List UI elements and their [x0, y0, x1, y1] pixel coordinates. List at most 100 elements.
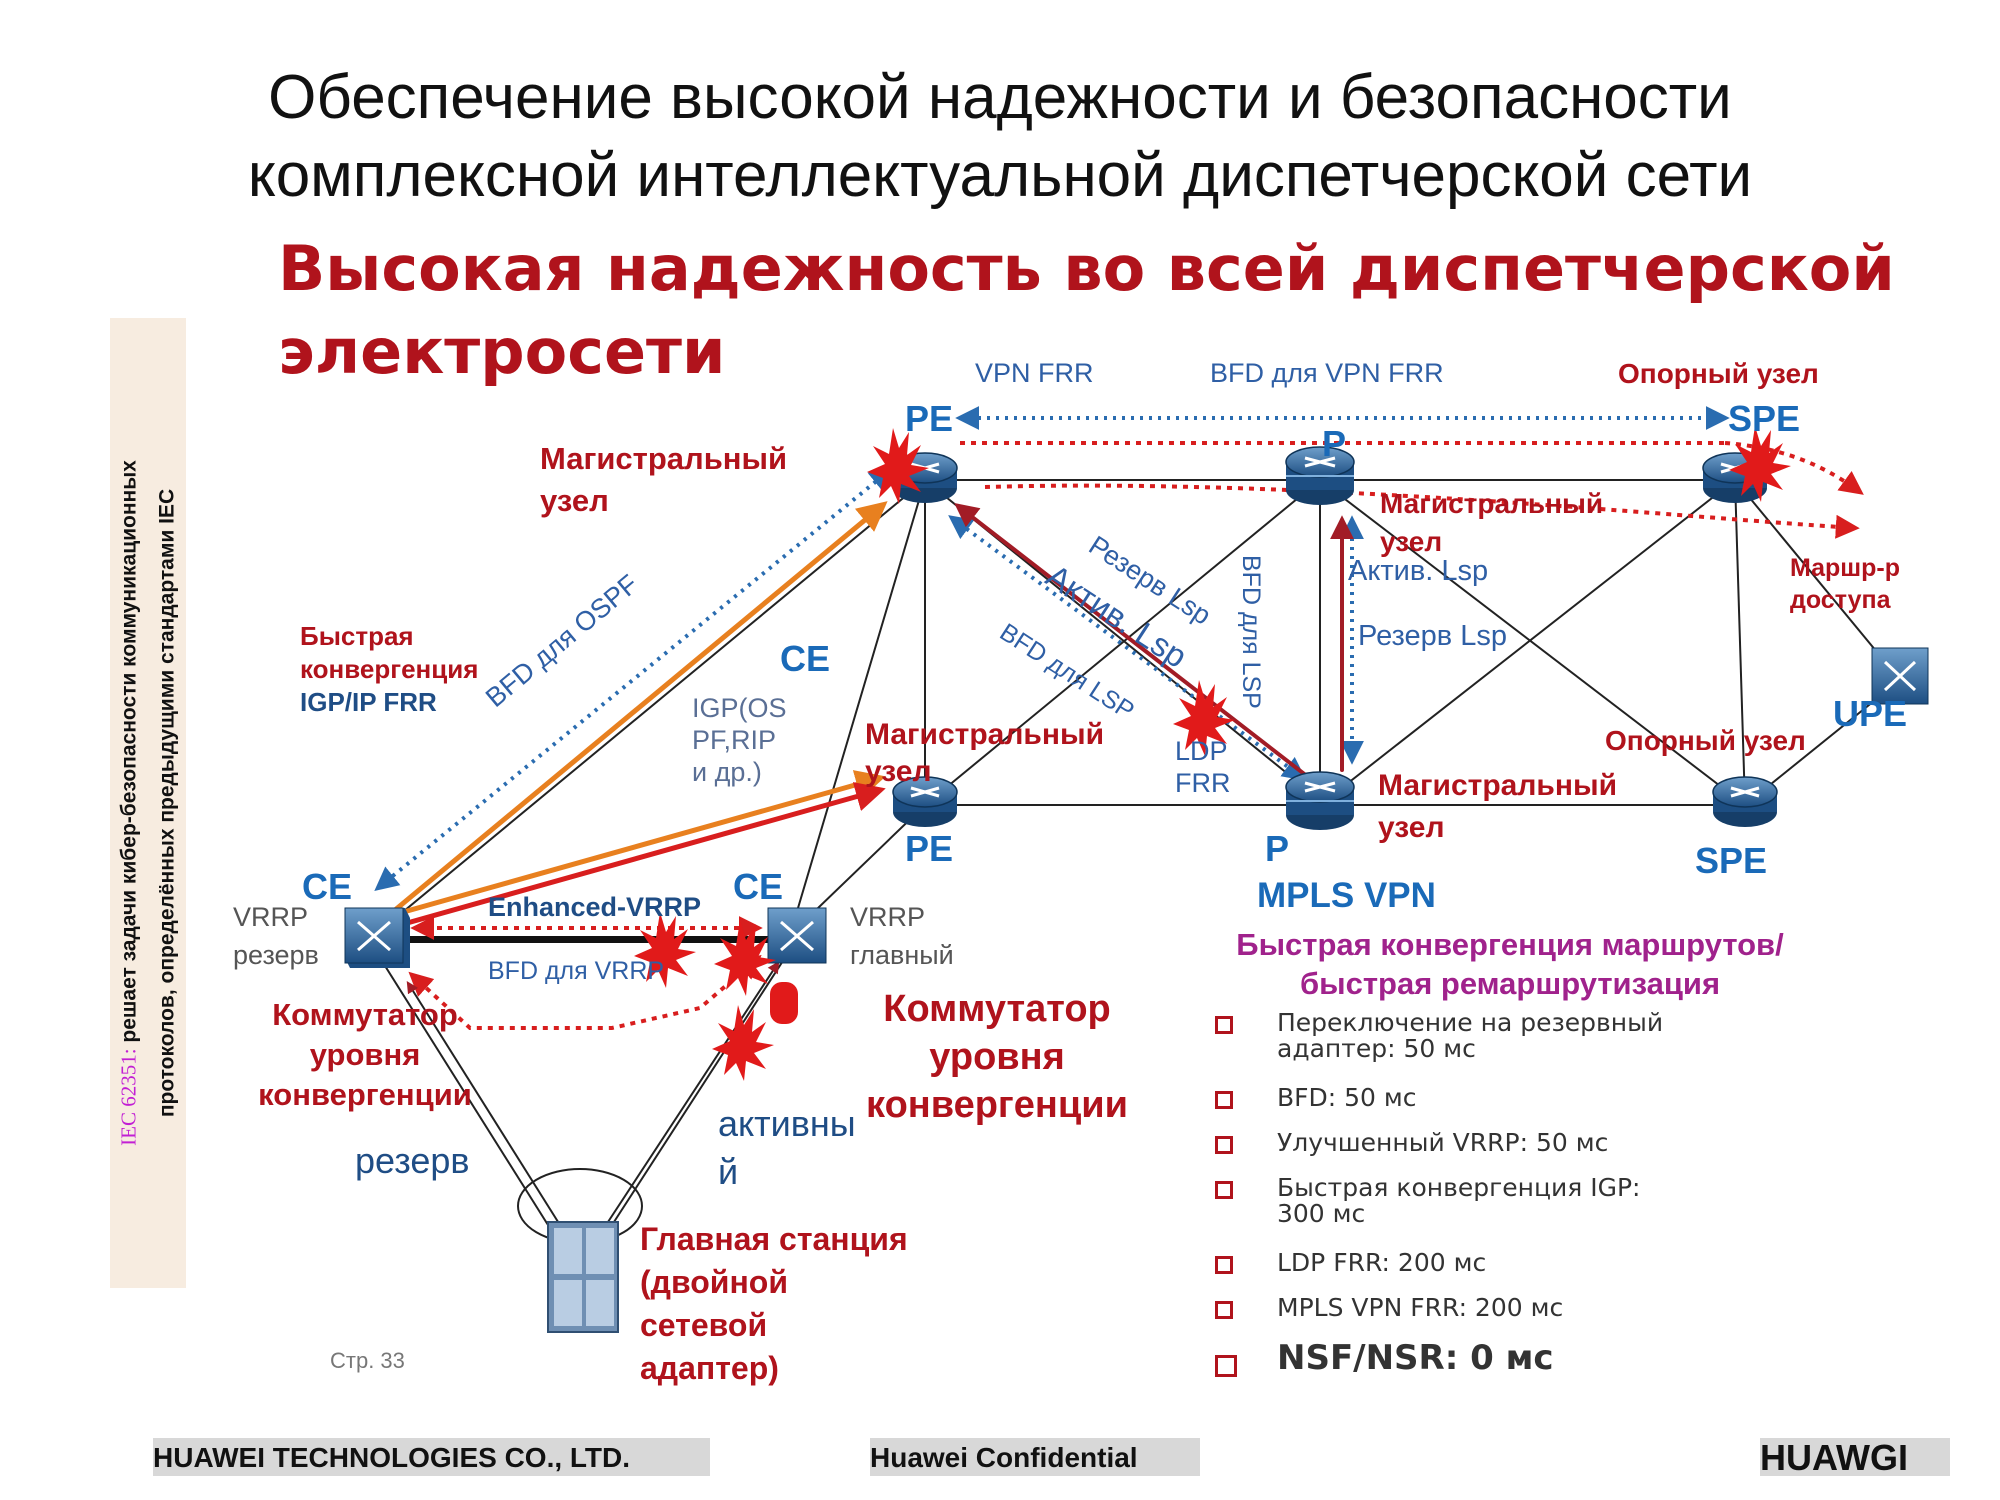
- convergence-item: NSF/NSR: 0 мс: [1215, 1341, 1837, 1377]
- link-ce-station: [374, 949, 549, 1226]
- active-line1: активны: [718, 1103, 856, 1144]
- page-title-line1: Обеспечение высокой надежности и безопас…: [268, 63, 1732, 132]
- vrrp-left-label: VRRP резерв: [233, 898, 319, 974]
- footer-company: HUAWEI TECHNOLOGIES CO., LTD.: [153, 1442, 631, 1473]
- convergence-item: MPLS VPN FRR: 200 мс: [1215, 1293, 1837, 1322]
- convergence-item-3: Улучшенный VRRP: 50 мс: [1277, 1128, 1609, 1157]
- bfd-lsp-path: [948, 515, 1307, 781]
- bullet-icon: [1215, 1016, 1233, 1034]
- vrrp-right-label: VRRP главный: [850, 898, 954, 974]
- core-node-label-1: Опорный узел: [1618, 358, 1819, 389]
- reserve-label: резерв: [355, 1140, 470, 1181]
- main-station-line4: адаптер): [640, 1350, 779, 1386]
- red-dotted-arc-2: [984, 483, 1860, 539]
- igp-line1: IGP(OS: [692, 693, 787, 723]
- bfd-ospf-path: [374, 466, 894, 892]
- active-lsp-diag-path: [954, 503, 1314, 782]
- backbone-node-2-line1: Магистральный: [1380, 488, 1604, 519]
- footer-confidential: Huawei Confidential: [870, 1442, 1138, 1473]
- convergence-item-2: BFD: 50 мс: [1277, 1083, 1417, 1112]
- footer-logo-bar: HUAWGI: [1760, 1437, 1950, 1478]
- footer-logo: HUAWGI: [1760, 1437, 1908, 1478]
- switch-right-label: Коммутатор уровня конвергенции: [842, 985, 1152, 1129]
- convergence-heading: Быстрая конвергенция маршрутов/ быстрая …: [1140, 925, 1880, 1003]
- main-station-line3: сетевой: [640, 1307, 768, 1343]
- convergence-item-4-line1: Быстрая конвергенция IGP:: [1277, 1173, 1641, 1202]
- switch-right-line3: конвергенции: [866, 1084, 1128, 1126]
- access-router-label: Маршр-р доступа: [1790, 552, 1900, 616]
- bullet-icon: [1215, 1301, 1233, 1319]
- convergence-item: Переключение на резервный адаптер: 50 мс: [1215, 1008, 1837, 1063]
- device-pe-mid: PE: [905, 828, 954, 869]
- mpls-vpn-label: MPLS VPN: [1257, 876, 1436, 915]
- failure-burst-icon: [867, 428, 929, 504]
- device-spe-mid: SPE: [1695, 840, 1768, 881]
- bfd-lsp-vertical-label: BFD для LSP: [1237, 555, 1265, 709]
- failure-burst-icon: [770, 982, 798, 1024]
- convergence-item-6: MPLS VPN FRR: 200 мс: [1277, 1293, 1564, 1322]
- switch-icon: [344, 907, 410, 968]
- switch-icon: [1871, 647, 1929, 705]
- fast-convergence-path: [392, 501, 888, 913]
- vrrp-left-line2: резерв: [233, 940, 319, 970]
- bullet-icon: [1215, 1181, 1233, 1199]
- backbone-node-label-3b: узел: [865, 755, 932, 788]
- switch-right-line2: уровня: [929, 1036, 1065, 1078]
- bullet-icon: [1215, 1091, 1233, 1109]
- backbone-node-label-1: Магистральный узел: [540, 438, 787, 522]
- reserve-lsp-label: Резерв Lsp: [1358, 620, 1508, 652]
- link-diag-3: [1319, 479, 1746, 806]
- backbone-node-label-4: Магистральный узел: [1378, 765, 1617, 849]
- backbone-node-4-line1: Магистральный: [1378, 769, 1618, 802]
- convergence-item: Быстрая конвергенция IGP: 300 мс: [1215, 1173, 1837, 1228]
- main-station-label: Главная станция (двойной сетевой адаптер…: [640, 1218, 908, 1390]
- bfd-vrrp-path: [408, 954, 762, 1030]
- convergence-heading-line2: быстрая ремаршрутизация: [1299, 966, 1721, 1001]
- backbone-node-4-line2: узел: [1378, 811, 1445, 844]
- page-title-line2: комплексной интеллектуальной диспетчерск…: [247, 141, 1753, 210]
- convergence-item: BFD: 50 мс: [1215, 1083, 1837, 1112]
- active-line2: й: [718, 1151, 739, 1192]
- active-arrow: [605, 960, 780, 1226]
- switch-left-line2: уровня: [309, 1037, 421, 1072]
- bfd-vpn-frr-label: BFD для VPN FRR: [1210, 358, 1444, 388]
- failure-burst-icon: [714, 920, 776, 996]
- link-diag-4: [1319, 479, 1736, 806]
- vrrp-right-line1: VRRP: [850, 902, 926, 932]
- access-router-line1: Маршр-р: [1790, 554, 1901, 582]
- device-upe: UPE: [1833, 693, 1908, 734]
- device-p-mid: P: [1265, 828, 1290, 869]
- switch-right-line1: Коммутатор: [883, 988, 1111, 1030]
- device-ce-left: CE: [302, 866, 353, 907]
- footer-confidential-bar: Huawei Confidential: [870, 1438, 1200, 1476]
- backbone-node-1-line2: узел: [540, 483, 609, 518]
- convergence-heading-line1: Быстрая конвергенция маршрутов/: [1236, 927, 1784, 962]
- headline-line2: электросети: [278, 315, 726, 388]
- vrrp-left-line1: VRRP: [233, 902, 309, 932]
- backbone-node-2-line2: узел: [1380, 526, 1443, 557]
- switch-left-line1: Коммутатор: [272, 997, 458, 1032]
- device-ce-right: CE: [733, 866, 784, 907]
- fast-convergence-label: Быстрая конвергенция IGP/IP FRR: [300, 620, 478, 719]
- igp-line3: и др.): [692, 757, 762, 787]
- fast-convergence-line2: конвергенция: [300, 654, 479, 684]
- backbone-node-1-line1: Магистральный: [540, 441, 788, 476]
- convergence-item-4-line2: 300 мс: [1277, 1199, 1366, 1228]
- bullet-icon: [1215, 1355, 1237, 1377]
- convergence-item-1-line2: адаптер: 50 мс: [1277, 1034, 1476, 1063]
- switch-left-label: Коммутатор уровня конвергенции: [245, 995, 485, 1115]
- ce-pe-orange-path: [397, 770, 886, 916]
- bfd-vrrp-label: BFD для VRRP: [488, 957, 665, 985]
- server-icon: [547, 1221, 619, 1333]
- convergence-item-1-line1: Переключение на резервный: [1277, 1008, 1664, 1037]
- ldp-frr-label: LDP FRR: [1175, 735, 1231, 799]
- link-spe-upe: [1734, 479, 1901, 681]
- router-icon: [892, 776, 958, 827]
- failure-burst-icon: [1729, 426, 1791, 502]
- page-number: Стр. 33: [330, 1348, 405, 1373]
- igp-label: IGP(OS PF,RIP и др.): [692, 692, 787, 788]
- ldp-frr-line1: LDP: [1175, 736, 1228, 766]
- device-spe-top: SPE: [1728, 398, 1801, 439]
- device-ce-mid: CE: [780, 638, 831, 679]
- router-icon: [1712, 776, 1778, 827]
